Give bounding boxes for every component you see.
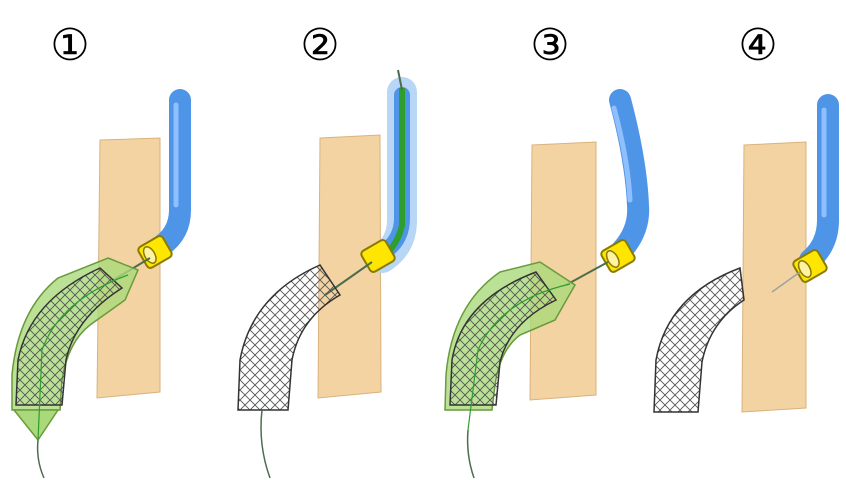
distal-guidewire — [38, 440, 44, 478]
panel-step-2: ② — [238, 20, 402, 478]
vessel-wall — [742, 142, 806, 412]
balloon-tip — [14, 410, 58, 440]
panel-step-3: ③ — [445, 20, 638, 478]
distal-guidewire — [468, 430, 474, 478]
step-1-label: ① — [50, 20, 89, 71]
step-4-label: ④ — [738, 20, 777, 71]
distal-guidewire — [261, 410, 270, 478]
step-3-label: ③ — [530, 20, 569, 71]
panel-step-1: ① — [12, 20, 180, 478]
step-2-label: ② — [300, 20, 339, 71]
stent-mesh — [654, 268, 744, 412]
panel-step-4: ④ — [654, 20, 828, 412]
